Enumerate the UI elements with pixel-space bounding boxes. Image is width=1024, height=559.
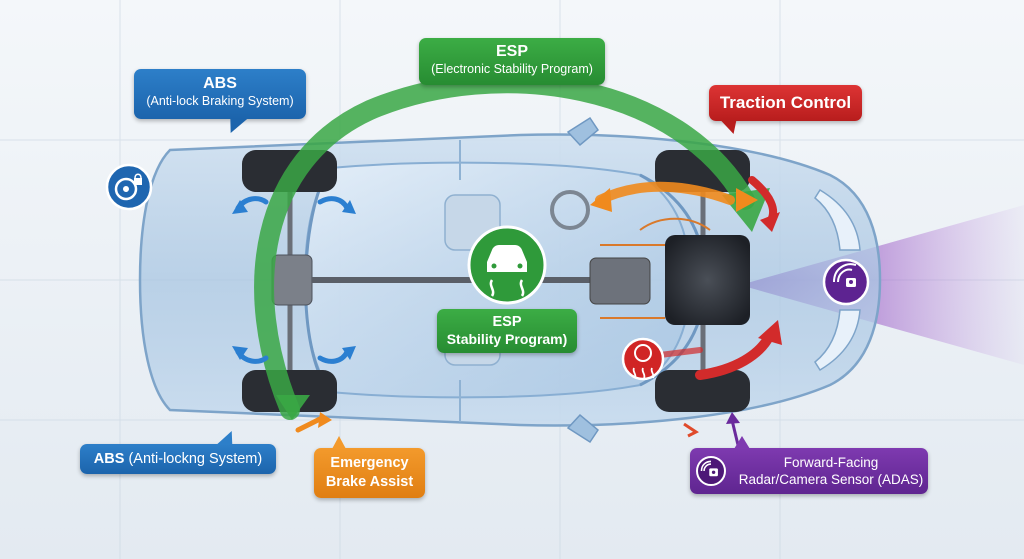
- radar-pointer: [734, 436, 750, 449]
- engine: [665, 235, 750, 325]
- wheel-slip-icon: [621, 337, 665, 381]
- radar-sensor-icon: [822, 258, 870, 306]
- emergency-pointer: [332, 436, 346, 449]
- abs-top-title: ABS: [203, 75, 237, 92]
- esp-top-title: ESP: [495, 43, 528, 60]
- emergency-brake-assist-callout: Emergency Brake Assist: [314, 436, 425, 498]
- abs-bottom-callout: ABS (Anti-lockng System): [80, 431, 276, 474]
- esp-arc-arrow: [254, 73, 755, 420]
- emergency-line1: Emergency: [330, 455, 409, 471]
- abs-bottom-subtitle: (Anti-lockng System): [128, 451, 263, 467]
- wheel-front-right: [655, 370, 750, 412]
- esp-top-callout: ESP (Electronic Stability Program): [419, 38, 605, 85]
- radar-line1: Forward-Facing: [783, 455, 879, 470]
- traction-arrow-lower: [695, 330, 775, 380]
- abs-bottom-title: ABS: [93, 451, 125, 467]
- esp-top-subtitle: (Electronic Stability Program): [431, 62, 593, 76]
- radar-line2: Radar/Camera Sensor (ADAS): [738, 472, 924, 487]
- esp-center-callout: ESP Stability Program): [437, 309, 577, 353]
- traction-control-callout: Traction Control: [709, 85, 862, 134]
- emergency-line2: Brake Assist: [325, 474, 414, 490]
- brake-assist-arrow: [595, 181, 735, 205]
- esp-center-subtitle: Stability Program): [446, 331, 568, 347]
- abs-top-callout: ABS (Anti-lock Braking System): [134, 69, 306, 133]
- car-skid-icon: [467, 225, 547, 305]
- radar-sensor-callout: Forward-Facing Radar/Camera Sensor (ADAS…: [690, 436, 928, 494]
- camera-sensor-icon: [696, 456, 726, 486]
- esp-center-title: ESP: [492, 314, 522, 330]
- radar-beam: [740, 205, 1024, 365]
- abs-top-subtitle: (Anti-lock Braking System): [146, 94, 294, 108]
- wheel-lock-icon: [105, 163, 153, 211]
- traction-control-title: Traction Control: [719, 93, 852, 112]
